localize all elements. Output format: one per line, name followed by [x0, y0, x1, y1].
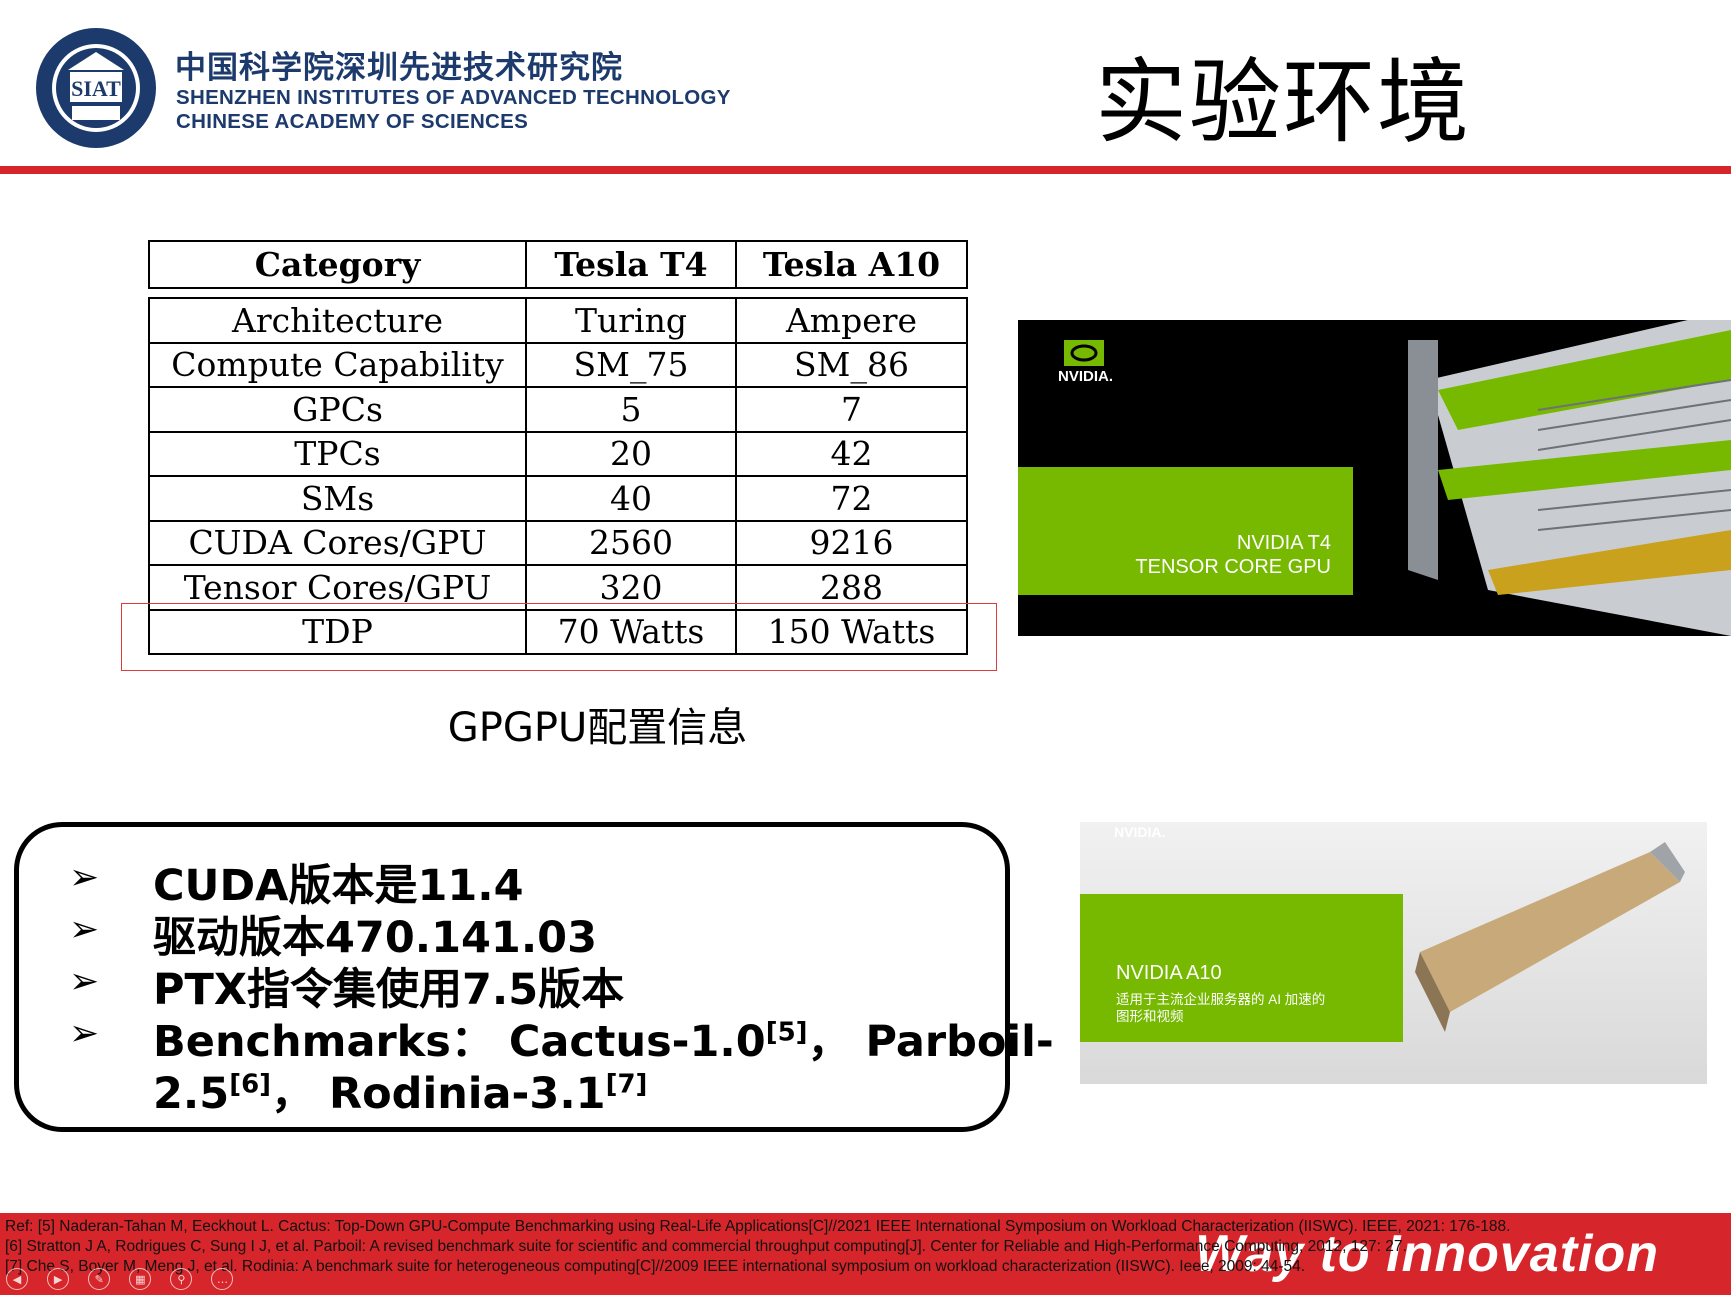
table-row: Compute Capability SM_75 SM_86	[148, 341, 968, 388]
gpu-config-table: Category Tesla T4 Tesla A10 Architecture…	[148, 240, 968, 655]
t4-brand-logo: NVIDIA.	[1058, 368, 1114, 385]
info-item-benchmarks-line2: 2.5[6]， Rodinia-3.1[7]	[153, 1059, 647, 1121]
footer-bar	[0, 1213, 1731, 1295]
reference-7: [7] Che S, Boyer M, Meng J, et al. Rodin…	[5, 1258, 1306, 1275]
a10-green-panel	[1080, 894, 1403, 1042]
table-cell: GPCs	[148, 386, 527, 433]
benchmarks-parboil: ， Parboil-	[807, 1017, 1054, 1067]
table-row: TDP 70 Watts 150 Watts	[148, 608, 968, 655]
ref-5-citation: [5]	[765, 1017, 808, 1048]
table-header: Category	[148, 240, 527, 289]
slides-icon[interactable]: ▦	[129, 1268, 152, 1290]
nvidia-a10-image: NVIDIA. NVIDIA A10 适用于主流企业服务器的 AI 加速的 图形…	[1080, 822, 1707, 1084]
table-cell: 150 Watts	[735, 608, 968, 655]
table-header-row: Category Tesla T4 Tesla A10	[148, 240, 968, 289]
bullet-arrow-icon: ➢	[69, 857, 100, 898]
table-cell: Tensor Cores/GPU	[148, 564, 527, 611]
tdp-highlight-box	[121, 603, 997, 671]
a10-product-name: NVIDIA A10	[1116, 962, 1222, 984]
table-cell: 70 Watts	[525, 608, 737, 655]
table-cell: TPCs	[148, 430, 527, 477]
nvidia-eye-icon	[1064, 340, 1104, 366]
bullet-arrow-icon: ➢	[69, 909, 100, 950]
a10-product-desc-line2: 图形和视频	[1116, 1009, 1184, 1024]
reference-5: Ref: [5] Naderan-Tahan M, Eeckhout L. Ca…	[5, 1218, 1511, 1235]
t4-green-panel	[1018, 467, 1353, 595]
table-cell: 40	[525, 475, 737, 522]
table-caption: GPGPU配置信息	[447, 705, 748, 751]
table-row: Tensor Cores/GPU 320 288	[148, 564, 968, 611]
institute-name-cn: 中国科学院深圳先进技术研究院	[175, 50, 623, 86]
table-cell: 9216	[735, 519, 968, 566]
table-row: GPCs 5 7	[148, 386, 968, 433]
table-cell: 42	[735, 430, 968, 477]
benchmarks-rodinia: ， Rodinia-3.1	[271, 1069, 606, 1119]
info-item-driver: 驱动版本470.141.03	[153, 913, 598, 963]
table-header: Tesla A10	[735, 240, 968, 289]
ref-7-citation: [7]	[605, 1069, 648, 1100]
info-item-ptx: PTX指令集使用7.5版本	[153, 965, 625, 1015]
t4-product-subtitle: TENSOR CORE GPU	[1135, 556, 1331, 578]
ref-6-citation: [6]	[229, 1069, 272, 1100]
table-row: CUDA Cores/GPU 2560 9216	[148, 519, 968, 566]
slideshow-controls: ◀ ▶ ✎ ▦ ⚲ …	[6, 1268, 247, 1292]
more-icon[interactable]: …	[211, 1268, 234, 1290]
pen-icon[interactable]: ✎	[88, 1268, 111, 1290]
table-cell: Ampere	[735, 297, 968, 344]
table-cell: CUDA Cores/GPU	[148, 519, 527, 566]
zoom-icon[interactable]: ⚲	[170, 1268, 193, 1290]
table-cell: SMs	[148, 475, 527, 522]
table-header: Tesla T4	[525, 240, 737, 289]
table-cell: Architecture	[148, 297, 527, 344]
a10-product-desc-line1: 适用于主流企业服务器的 AI 加速的	[1116, 992, 1326, 1007]
table-cell: 320	[525, 564, 737, 611]
table-row: TPCs 20 42	[148, 430, 968, 477]
table-cell: 288	[735, 564, 968, 611]
a10-card-illustration	[1415, 842, 1685, 1032]
table-cell: 7	[735, 386, 968, 433]
table-cell: SM_86	[735, 341, 968, 388]
environment-info-box: ➢ CUDA版本是11.4 ➢ 驱动版本470.141.03 ➢ PTX指令集使…	[14, 822, 1054, 1132]
table-cell: Compute Capability	[148, 341, 527, 388]
table-cell: 20	[525, 430, 737, 477]
slide-title: 实验环境	[1095, 49, 1472, 156]
reference-6: [6] Stratton J A, Rodrigues C, Sung I J,…	[5, 1238, 1407, 1255]
institute-name-en-line1: SHENZHEN INSTITUTES OF ADVANCED TECHNOLO…	[176, 86, 731, 109]
benchmarks-parboil-version: 2.5	[153, 1069, 230, 1119]
info-item-benchmarks-line1: Benchmarks： Cactus-1.0[5]， Parboil-	[153, 1007, 1054, 1069]
t4-card-illustration	[1408, 320, 1731, 636]
table-cell: 72	[735, 475, 968, 522]
siat-logo-emblem: SIAT	[36, 28, 156, 148]
info-item-cuda: CUDA版本是11.4	[153, 861, 524, 911]
play-icon[interactable]: ▶	[47, 1268, 70, 1290]
logo-text: SIAT	[71, 76, 121, 101]
bullet-arrow-icon: ➢	[69, 1013, 100, 1054]
prev-icon[interactable]: ◀	[6, 1268, 28, 1290]
table-cell: TDP	[148, 608, 527, 655]
table-cell: 5	[525, 386, 737, 433]
nvidia-t4-image: NVIDIA. NVIDIA T4 TENSOR CORE GPU	[1018, 320, 1731, 636]
a10-brand-logo: NVIDIA.	[1114, 824, 1166, 840]
header-divider	[0, 166, 1731, 174]
table-cell: 2560	[525, 519, 737, 566]
bullet-arrow-icon: ➢	[69, 961, 100, 1002]
footer-slogan: Way to Innovation	[1195, 1225, 1659, 1283]
table-cell: SM_75	[525, 341, 737, 388]
table-row: Architecture Turing Ampere	[148, 297, 968, 344]
institute-name-en-line2: CHINESE ACADEMY OF SCIENCES	[176, 110, 529, 133]
benchmarks-cactus: Benchmarks： Cactus-1.0	[153, 1017, 766, 1067]
table-row: SMs 40 72	[148, 475, 968, 522]
table-cell: Turing	[525, 297, 737, 344]
t4-product-name: NVIDIA T4	[1236, 532, 1331, 554]
